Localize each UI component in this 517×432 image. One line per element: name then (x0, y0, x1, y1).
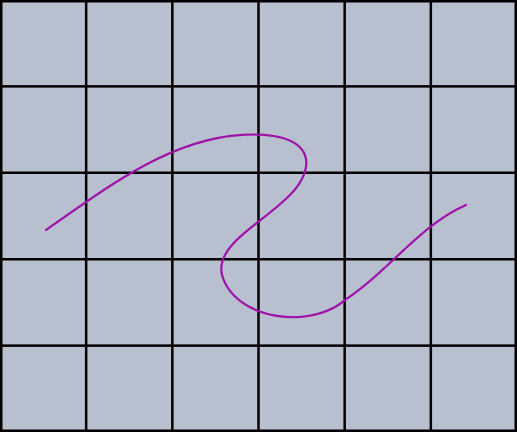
grid-cell (172, 0, 259, 87)
grid-cell (344, 259, 431, 346)
grid-cell (258, 259, 345, 346)
grid-cell (0, 172, 87, 260)
grid-cell (0, 345, 87, 432)
grid-cell (86, 259, 173, 346)
grid-cell (430, 259, 517, 346)
grid-cell (430, 0, 517, 87)
grid-cell (86, 86, 173, 173)
grid-cell (430, 86, 517, 173)
grid-cell (0, 259, 87, 346)
grid-cell (172, 259, 259, 346)
grid-cell (86, 0, 173, 87)
grid-cell (258, 172, 345, 260)
grid-cell (430, 345, 517, 432)
grid-cell (0, 0, 87, 87)
grid-cell (344, 345, 431, 432)
grid-cell (86, 345, 173, 432)
purple-curve (44, 133, 468, 319)
grid-cell (86, 172, 173, 260)
grid-cell (0, 86, 87, 173)
grid-cell (258, 86, 345, 173)
grid-cell (344, 172, 431, 260)
grid-cell (258, 345, 345, 432)
grid-cell (344, 0, 431, 87)
grid-cell (258, 0, 345, 87)
grid-cell (172, 172, 259, 260)
grid-cell (344, 86, 431, 173)
grid-cell (172, 345, 259, 432)
grid-cell (172, 86, 259, 173)
